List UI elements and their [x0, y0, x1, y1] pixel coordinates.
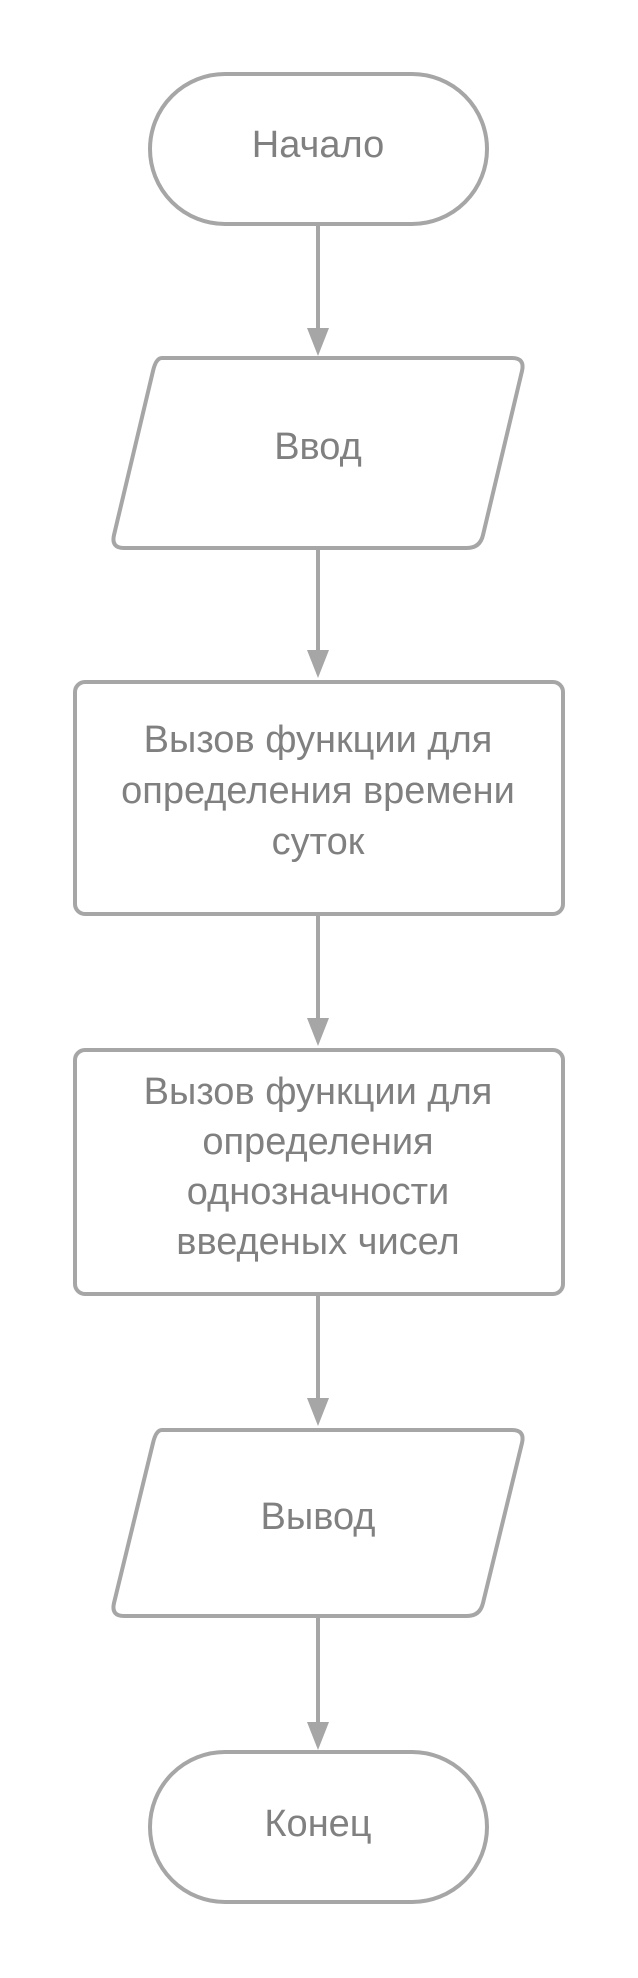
start-label: Начало — [252, 124, 384, 166]
connector-input-to-time — [307, 548, 329, 678]
output-block: Вывод — [111, 1428, 525, 1618]
connector-start-to-input — [307, 224, 329, 356]
uniqueness-line-4: введеных чисел — [176, 1221, 459, 1263]
time-of-day-line-2: определения времени — [121, 770, 515, 812]
uniqueness-line-3: однозначности — [187, 1171, 449, 1213]
process-time-of-day: Вызов функции для определения времени су… — [73, 680, 565, 916]
end-terminator: Конец — [148, 1750, 489, 1904]
connector-output-to-end — [307, 1616, 329, 1750]
uniqueness-line-1: Вызов функции для — [144, 1071, 493, 1113]
input-block: Ввод — [111, 356, 525, 550]
time-of-day-line-1: Вызов функции для — [144, 719, 493, 761]
process-uniqueness: Вызов функции для определения однозначно… — [73, 1048, 565, 1296]
output-label: Вывод — [261, 1496, 376, 1538]
start-terminator: Начало — [148, 72, 489, 226]
time-of-day-line-3: суток — [272, 821, 365, 863]
end-label: Конец — [264, 1803, 371, 1845]
uniqueness-line-2: определения — [202, 1121, 433, 1163]
connector-uniqueness-to-output — [307, 1294, 329, 1426]
input-label: Ввод — [274, 426, 362, 468]
connector-time-to-uniqueness — [307, 914, 329, 1046]
